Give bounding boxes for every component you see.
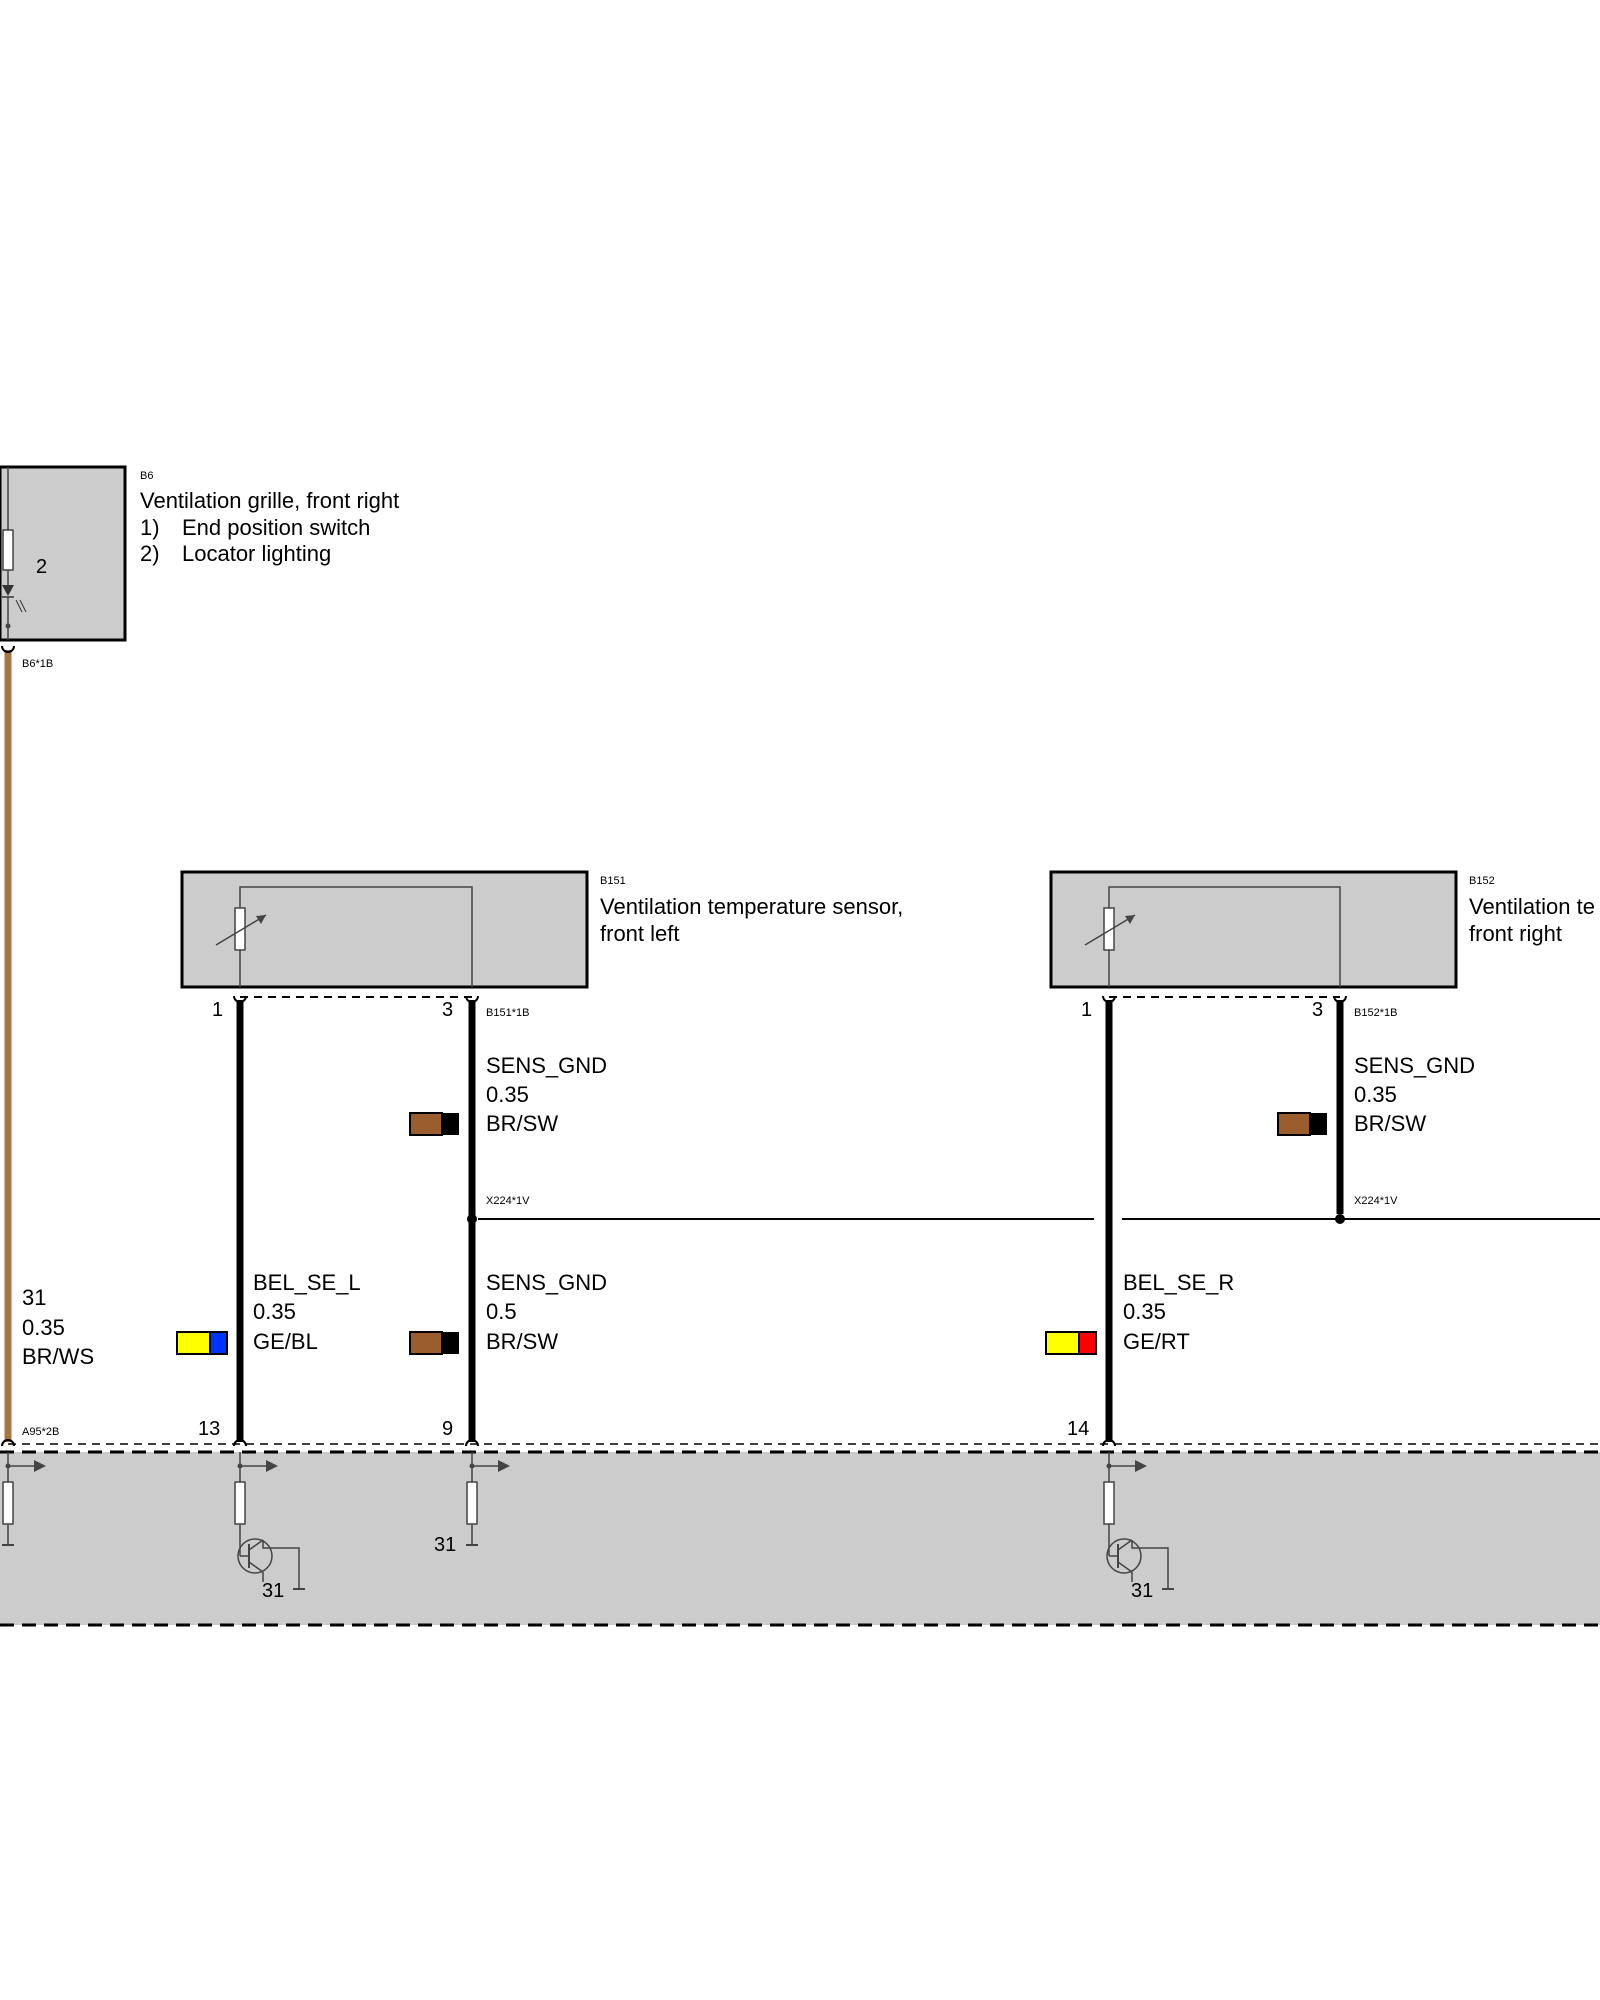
resistor-icon	[466, 1481, 478, 1525]
a95-connector: A95*2B	[22, 1426, 59, 1438]
resistor-icon	[234, 1481, 246, 1525]
sens-gnd-l-upper-color: BR/SW	[486, 1111, 558, 1136]
bel-se-l-name: BEL_SE_L	[253, 1270, 361, 1295]
arrow-right-icon	[498, 1460, 510, 1472]
b151-box	[180, 870, 589, 989]
sens-gnd-l-upper-color-swatch	[409, 1112, 459, 1136]
resistor-icon	[1103, 1481, 1115, 1525]
a95-pin-13: 13	[198, 1418, 220, 1440]
b151-pin-3: 3	[442, 999, 453, 1021]
b6-connector: B6*1B	[22, 658, 53, 670]
connector-cup-icon	[1, 645, 15, 653]
module-output-circuit-14: 31	[1103, 1452, 1174, 1602]
b151-title-line2: front left	[600, 921, 679, 946]
sens-gnd-r-upper-color: BR/SW	[1354, 1111, 1426, 1136]
sens-gnd-l-lower-color-swatch	[409, 1331, 459, 1355]
bel-se-r-name: BEL_SE_R	[1123, 1270, 1234, 1295]
splice-left-label: X224*1V	[486, 1195, 530, 1207]
bel-se-r-color-swatch	[1045, 1331, 1097, 1355]
sens-gnd-l-lower-name: SENS_GND	[486, 1270, 607, 1295]
arrow-right-icon	[1135, 1460, 1147, 1472]
a95-pin-9: 9	[442, 1418, 453, 1440]
bel-se-l-size: 0.35	[253, 1299, 296, 1324]
b152-title-line1: Ventilation te	[1469, 894, 1595, 919]
b152-pin-1: 1	[1081, 999, 1092, 1021]
b152-pin-3: 3	[1312, 999, 1323, 1021]
ground-31-label: 31	[434, 1534, 456, 1556]
bel-se-l-color-swatch	[176, 1331, 228, 1355]
sens-gnd-l-lower-size: 0.5	[486, 1299, 517, 1324]
ground-31-label: 31	[1131, 1580, 1153, 1602]
resistor-icon	[2, 1481, 14, 1525]
splice-left-node	[467, 1214, 477, 1224]
splice-right-node	[1335, 1214, 1345, 1224]
b151-id: B151	[600, 875, 626, 887]
transistor-icon	[1106, 1534, 1174, 1590]
b151-connector: B151*1B	[486, 1007, 529, 1019]
wire-31-name: 31	[22, 1285, 46, 1310]
b151-pin-1: 1	[212, 999, 223, 1021]
a95-pin-14: 14	[1067, 1418, 1089, 1440]
b152-id: B152	[1469, 875, 1495, 887]
b6-title: Ventilation grille, front right	[140, 488, 399, 513]
b152-title-line2: front right	[1469, 921, 1562, 946]
bel-se-r-size: 0.35	[1123, 1299, 1166, 1324]
sens-gnd-l-lower-color: BR/SW	[486, 1329, 558, 1354]
sens-gnd-r-upper-name: SENS_GND	[1354, 1053, 1475, 1078]
arrow-right-icon	[266, 1460, 278, 1472]
bel-se-r-color: GE/RT	[1123, 1329, 1190, 1354]
b6-id: B6	[140, 470, 153, 482]
b151-component	[180, 870, 589, 989]
transistor-icon	[237, 1534, 305, 1590]
wire-31-color: BR/WS	[22, 1344, 94, 1369]
a95-module-box	[0, 1452, 1600, 1625]
ground-31-label: 31	[262, 1580, 284, 1602]
b6-component: 2	[0, 465, 127, 642]
b6-item-1-text: End position switch	[182, 515, 370, 540]
sens-gnd-r-upper-color-swatch	[1277, 1112, 1327, 1136]
arrow-right-icon	[34, 1460, 46, 1472]
splice-right-label: X224*1V	[1354, 1195, 1398, 1207]
led-icon	[2, 585, 27, 613]
b151-title-line1: Ventilation temperature sensor,	[600, 894, 903, 919]
wire-31-size: 0.35	[22, 1315, 65, 1340]
b6-box	[0, 465, 127, 642]
sens-gnd-l-upper-size: 0.35	[486, 1082, 529, 1107]
module-output-circuit-13: 31	[234, 1452, 305, 1602]
b6-item-1-num: 1)	[140, 515, 160, 540]
thermistor-icon	[1103, 907, 1115, 951]
module-input-circuit-9: 31	[434, 1452, 510, 1556]
b152-box	[1049, 870, 1458, 989]
module-input-circuit-31	[2, 1452, 46, 1546]
bel-se-l-color: GE/BL	[253, 1329, 318, 1354]
thermistor-icon	[234, 907, 246, 951]
sens-gnd-r-upper-size: 0.35	[1354, 1082, 1397, 1107]
b6-item-2-text: Locator lighting	[182, 541, 331, 566]
resistor-icon	[2, 529, 14, 571]
b152-connector: B152*1B	[1354, 1007, 1397, 1019]
sens-gnd-l-upper-name: SENS_GND	[486, 1053, 607, 1078]
b152-component	[1049, 870, 1458, 989]
b6-item-2-num: 2)	[140, 541, 160, 566]
b6-inner-label: 2	[36, 556, 47, 578]
